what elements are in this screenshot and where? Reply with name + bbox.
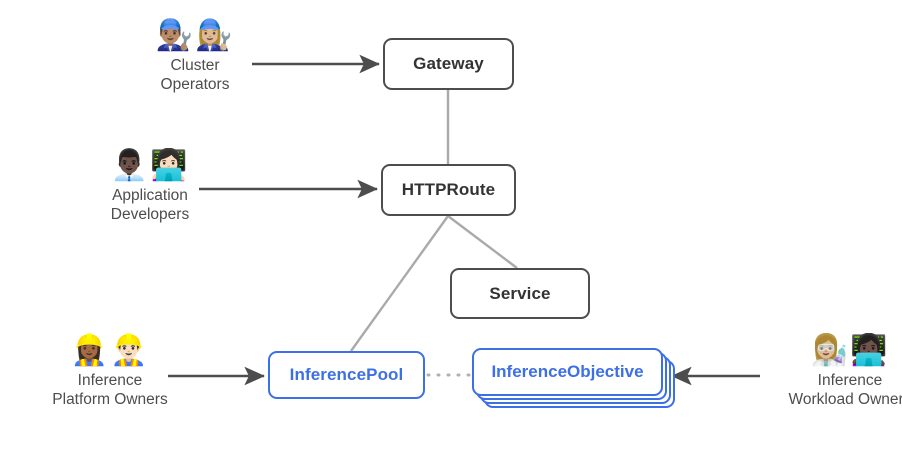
persona-application-developers: 👨🏿‍💼👩🏻‍💻 Application Developers [80, 148, 220, 224]
node-inferencepool[interactable]: InferencePool [268, 351, 425, 399]
wire-httproute-to-inferencepool [350, 215, 449, 352]
node-httproute-label: HTTPRoute [401, 180, 496, 199]
node-inferenceobjective-label: InferenceObjective [491, 362, 644, 381]
application-developers-icons: 👨🏿‍💼👩🏻‍💻 [110, 148, 190, 183]
wire-httproute-to-service [447, 215, 518, 269]
persona-inference-workload-owners: 👩🏼‍🔬👩🏿‍💻 Inference Workload Owners [760, 333, 902, 409]
node-inferenceobjective-stack[interactable]: InferenceObjective [472, 348, 675, 408]
node-inferenceobjective[interactable]: InferenceObjective [472, 348, 663, 396]
inference-platform-owners-icons: 👷🏾‍♀️👷🏻‍♂️ [70, 333, 150, 368]
node-gateway-label: Gateway [413, 54, 484, 73]
persona-cluster-operators: 👨🏽‍🔧👩🏼‍🔧 Cluster Operators [125, 18, 265, 94]
node-inferencepool-label: InferencePool [289, 365, 404, 384]
node-service-label: Service [489, 283, 551, 303]
cluster-operators-icons: 👨🏽‍🔧👩🏼‍🔧 [155, 18, 235, 53]
node-httproute[interactable]: HTTPRoute [381, 164, 516, 216]
inference-workload-owners-icons: 👩🏼‍🔬👩🏿‍💻 [810, 333, 890, 368]
application-developers-caption: Application Developers [110, 187, 190, 223]
cluster-operators-caption: Cluster Operators [160, 57, 230, 93]
node-service[interactable]: Service [450, 268, 590, 319]
node-gateway[interactable]: Gateway [383, 38, 514, 90]
inference-platform-owners-caption: Inference Platform Owners [52, 372, 168, 408]
persona-inference-platform-owners: 👷🏾‍♀️👷🏻‍♂️ Inference Platform Owners [20, 333, 200, 409]
inference-workload-owners-caption: Inference Workload Owners [788, 372, 902, 408]
